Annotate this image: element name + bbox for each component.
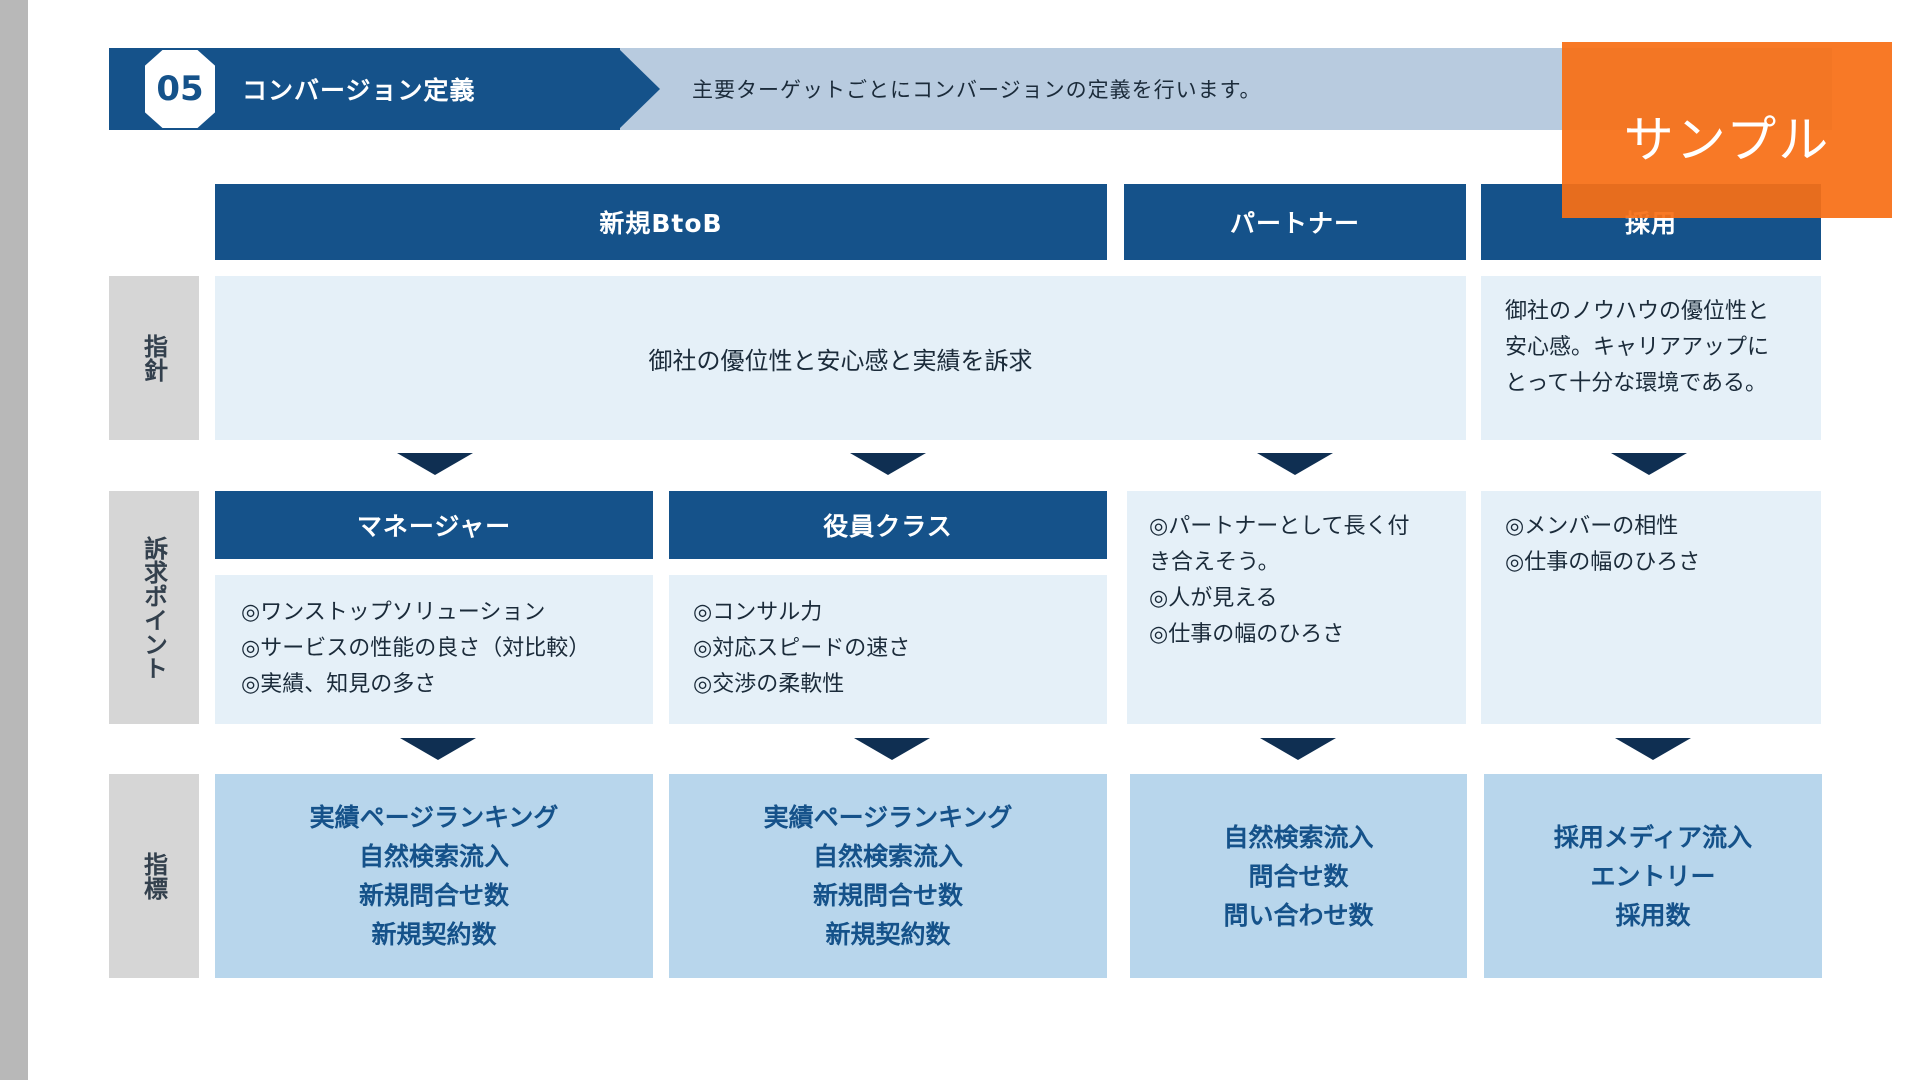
metric-item: 自然検索流入 [358, 842, 509, 871]
section-description: 主要ターゲットごとにコンバージョンの定義を行います。 [692, 78, 1262, 102]
appeal-point: ◎コンサル力 [693, 600, 823, 625]
appeal-partner-box: ◎パートナーとして長く付 き合えそう。 ◎人が見える ◎仕事の幅のひろさ [1127, 491, 1466, 724]
appeal-point: ◎メンバーの相性 [1505, 514, 1679, 539]
row-label-metrics: 指標 [109, 774, 199, 978]
policy-main-box: 御社の優位性と安心感と実績を訴求 [215, 276, 1466, 440]
appeal-point: ◎対応スピードの速さ [693, 636, 911, 661]
appeal-header-exec: 役員クラス [669, 491, 1107, 559]
metric-item: 自然検索流入 [1223, 822, 1374, 852]
sample-stamp: サンプル [1562, 42, 1892, 218]
metric-item: 新規契約数 [825, 920, 951, 949]
metric-item: 問合せ数 [1248, 861, 1349, 891]
header-arrow-shape [618, 48, 660, 130]
metrics-partner-box: 自然検索流入 問合せ数 問い合わせ数 [1130, 774, 1467, 978]
chevron-down-icon [854, 738, 930, 760]
appeal-point: ◎交渉の柔軟性 [693, 672, 845, 697]
policy-main-text: 御社の優位性と安心感と実績を訴求 [648, 346, 1033, 375]
policy-recruit-line: 御社のノウハウの優位性と [1505, 299, 1770, 324]
metric-item: 実績ページランキング [763, 803, 1013, 832]
metrics-recruit-box: 採用メディア流入 エントリー 採用数 [1484, 774, 1822, 978]
metric-item: 新規契約数 [371, 920, 497, 949]
appeal-header-manager: マネージャー [215, 491, 653, 559]
policy-recruit-line: 安心感。キャリアアップに [1505, 335, 1770, 360]
appeal-point: ◎パートナーとして長く付 [1149, 514, 1410, 539]
metric-item: 採用数 [1615, 900, 1691, 930]
section-number-badge: 05 [145, 50, 215, 128]
appeal-point: ◎ワンストップソリューション [241, 600, 546, 625]
policy-recruit-box: 御社のノウハウの優位性と 安心感。キャリアアップに とって十分な環境である。 [1481, 276, 1821, 440]
metric-item: 実績ページランキング [309, 803, 559, 832]
column-header-partner: パートナー [1124, 184, 1466, 260]
row-label-policy: 指針 [109, 276, 199, 440]
section-title: コンバージョン定義 [242, 76, 476, 105]
appeal-point: ◎仕事の幅のひろさ [1505, 550, 1701, 575]
chevron-down-icon [400, 738, 476, 760]
chevron-down-icon [1260, 738, 1336, 760]
appeal-point: ◎仕事の幅のひろさ [1149, 622, 1345, 647]
metrics-exec-box: 実績ページランキング 自然検索流入 新規問合せ数 新規契約数 [669, 774, 1107, 978]
appeal-point: ◎サービスの性能の良さ（対比較） [241, 636, 591, 661]
chevron-down-icon [1611, 453, 1687, 475]
left-edge-strip [0, 0, 28, 1080]
metric-item: 問い合わせ数 [1223, 900, 1374, 930]
appeal-point: ◎実績、知見の多さ [241, 672, 437, 697]
metric-item: 新規問合せ数 [358, 881, 509, 910]
metrics-manager-box: 実績ページランキング 自然検索流入 新規問合せ数 新規契約数 [215, 774, 653, 978]
metric-item: 新規問合せ数 [812, 881, 963, 910]
appeal-point: き合えそう。 [1149, 550, 1280, 575]
metric-item: 採用メディア流入 [1553, 822, 1753, 852]
chevron-down-icon [850, 453, 926, 475]
chevron-down-icon [397, 453, 473, 475]
metric-item: エントリー [1590, 861, 1716, 891]
column-header-btob: 新規BtoB [215, 184, 1107, 260]
appeal-recruit-box: ◎メンバーの相性 ◎仕事の幅のひろさ [1481, 491, 1821, 724]
appeal-exec-box: ◎コンサル力 ◎対応スピードの速さ ◎交渉の柔軟性 [669, 575, 1107, 724]
appeal-manager-box: ◎ワンストップソリューション ◎サービスの性能の良さ（対比較） ◎実績、知見の多… [215, 575, 653, 724]
row-label-appeal: 訴求ポイント [109, 491, 199, 724]
policy-recruit-line: とって十分な環境である。 [1505, 371, 1768, 396]
appeal-point: ◎人が見える [1149, 586, 1278, 611]
chevron-down-icon [1257, 453, 1333, 475]
metric-item: 自然検索流入 [812, 842, 963, 871]
chevron-down-icon [1615, 738, 1691, 760]
